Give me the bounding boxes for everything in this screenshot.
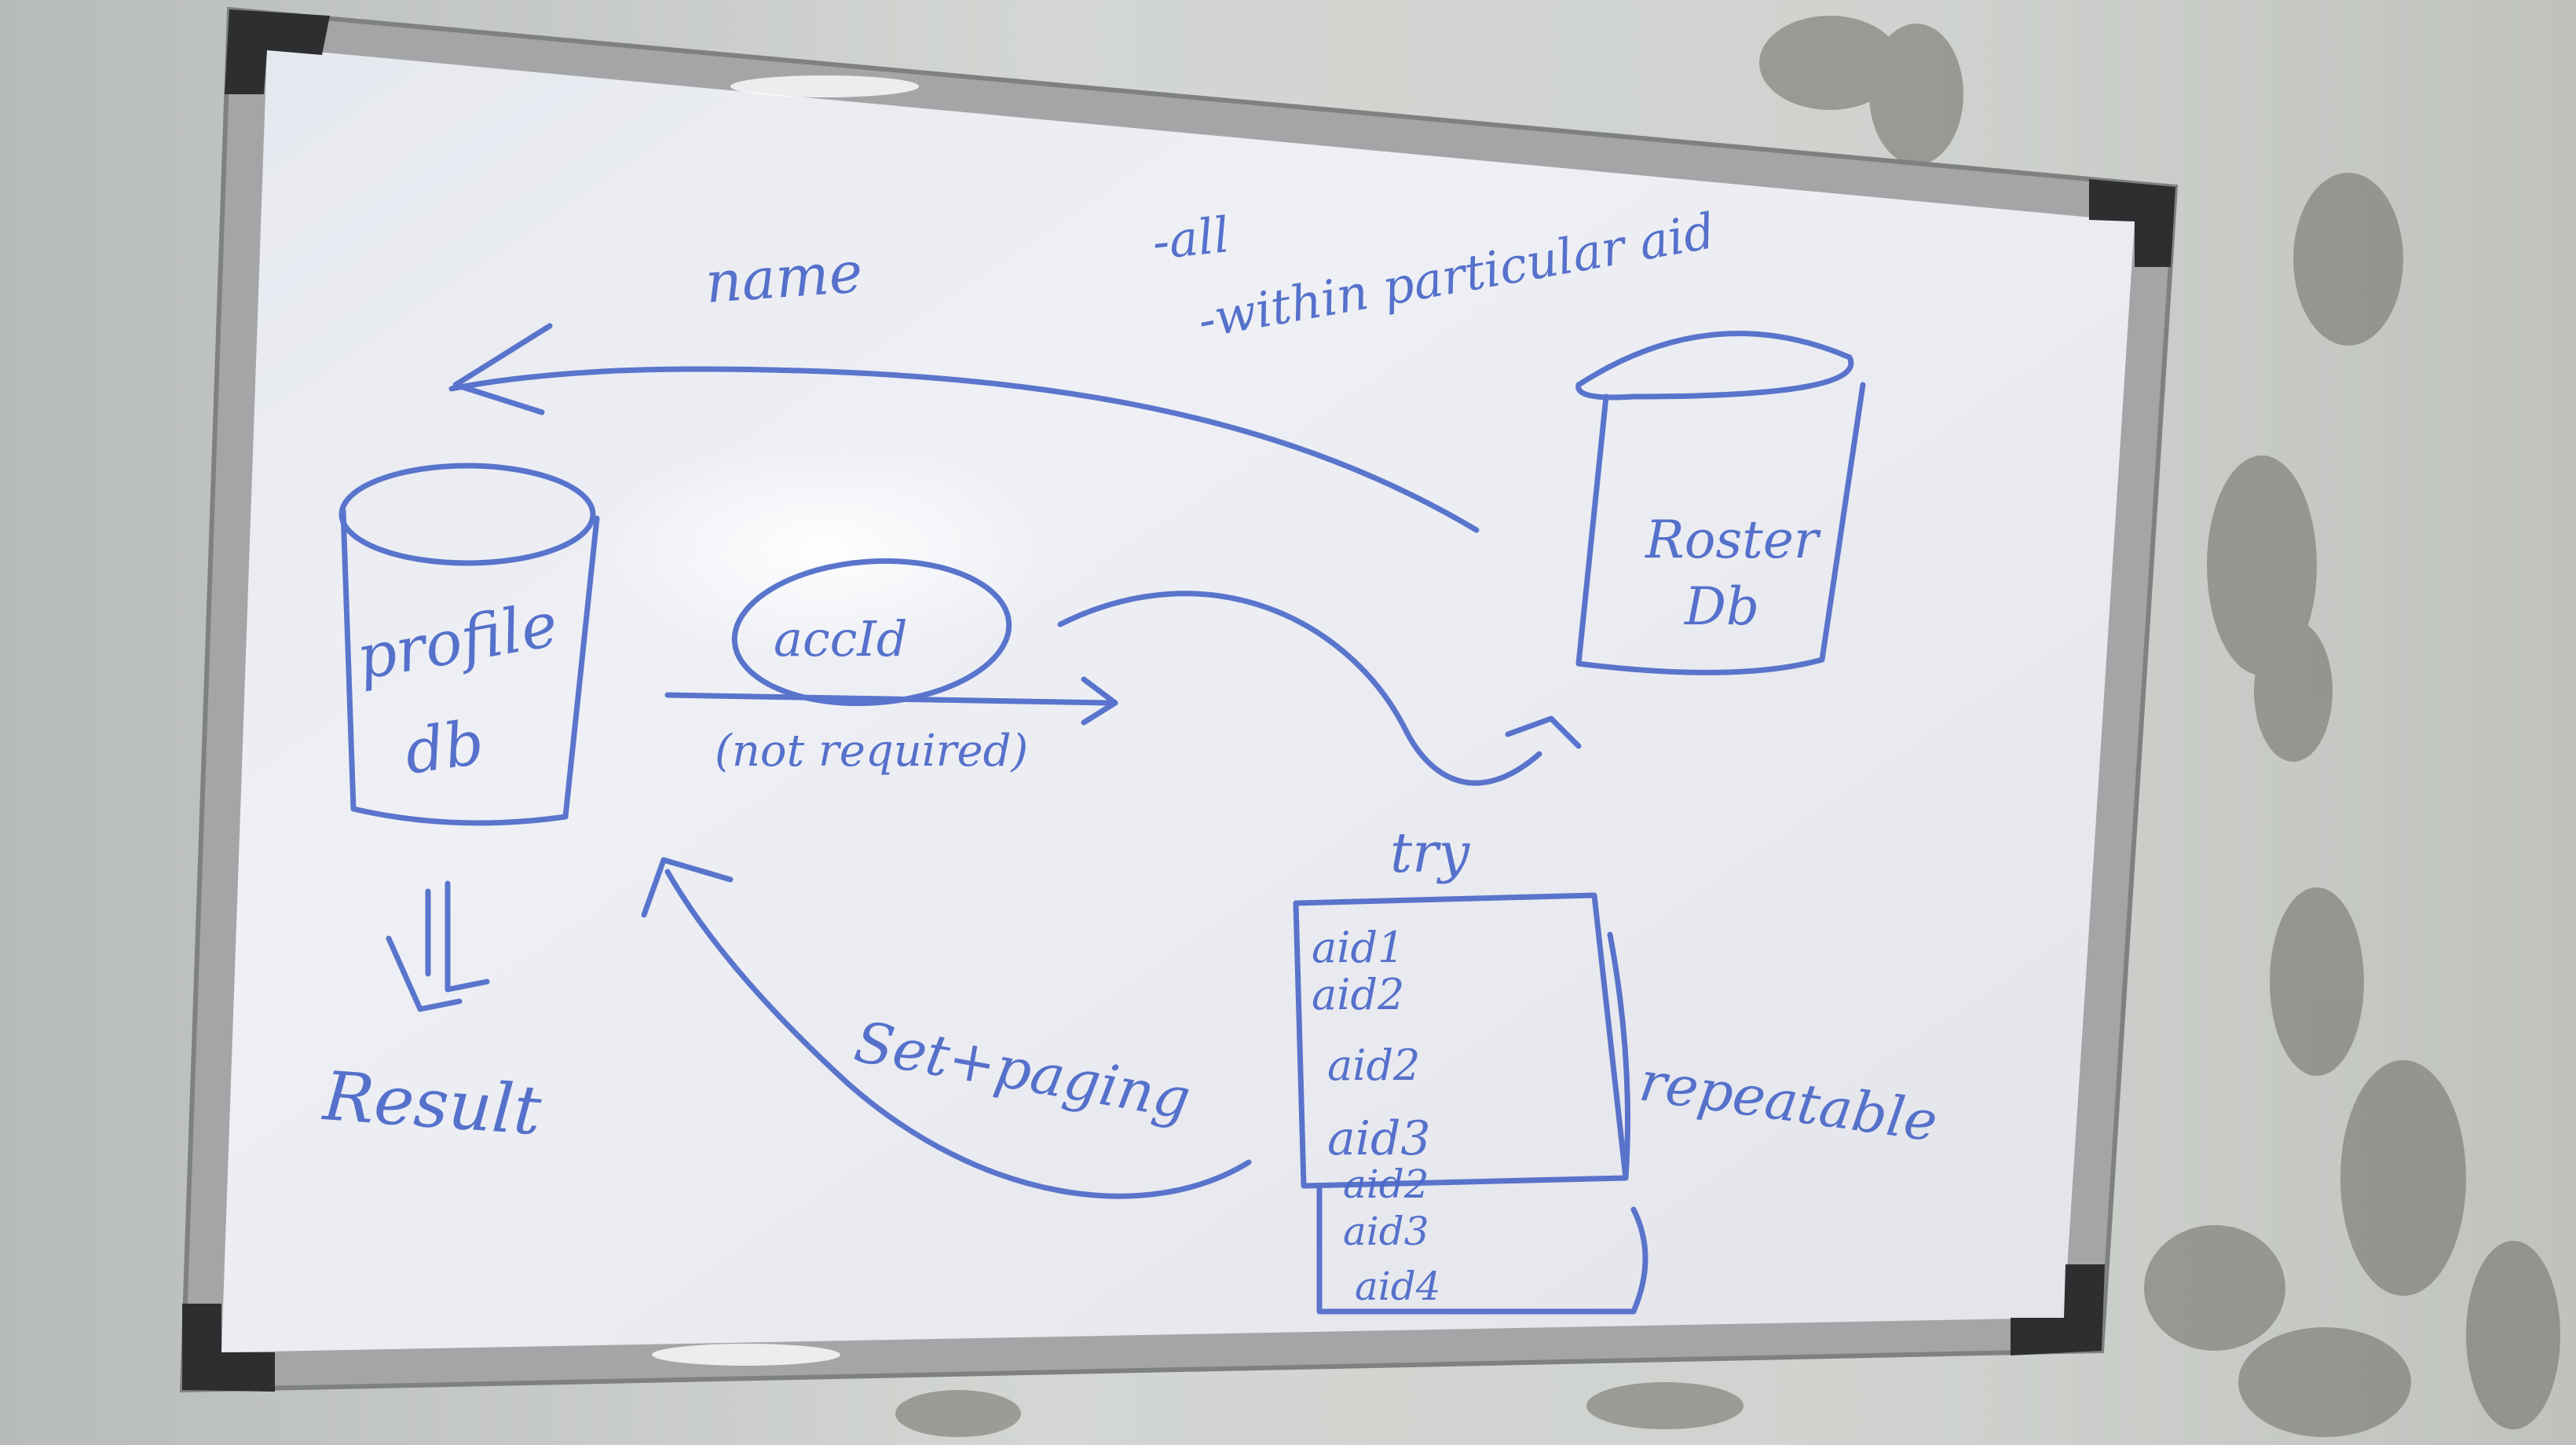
- top-note-line1: -all: [1150, 206, 1232, 271]
- middle-ellipse-label: accId: [774, 610, 908, 668]
- list-item-6: aid3: [1343, 1209, 1429, 1254]
- list-item-7: aid4: [1355, 1264, 1441, 1309]
- right-db-label-line2: Db: [1684, 576, 1759, 637]
- name-arrow: [448, 366, 1480, 533]
- board-surface: [221, 47, 2135, 1352]
- light-glare: [589, 440, 1060, 660]
- list-item-2: aid2: [1312, 970, 1404, 1019]
- list-item-4: aid3: [1327, 1111, 1431, 1166]
- curve-to-roster-arrow: [1057, 591, 1542, 786]
- list-item-5: aid2: [1343, 1161, 1429, 1207]
- list-box-lower-shape: [1316, 1183, 1648, 1315]
- left-db-label-line2: db: [401, 708, 488, 788]
- roster-db-cylinder-shape: [1575, 331, 1866, 675]
- set-paging-arrow: [664, 869, 1252, 1199]
- result-label: Result: [320, 1057, 544, 1151]
- profile-db-cylinder-shape: [338, 463, 600, 826]
- frame-corners: [182, 9, 2175, 1392]
- list-item-1: aid1: [1312, 923, 1404, 972]
- list-title: try: [1390, 821, 1471, 885]
- wall-stains: [895, 16, 2560, 1437]
- ink-drawings: [338, 323, 1866, 1315]
- right-db-label-line1: Roster: [1645, 510, 1821, 570]
- middle-paren-label: (not required): [715, 726, 1028, 777]
- acc-id-ellipse: [731, 558, 1012, 707]
- list-item-3: aid2: [1327, 1041, 1420, 1090]
- top-arrow-label: name: [703, 239, 865, 316]
